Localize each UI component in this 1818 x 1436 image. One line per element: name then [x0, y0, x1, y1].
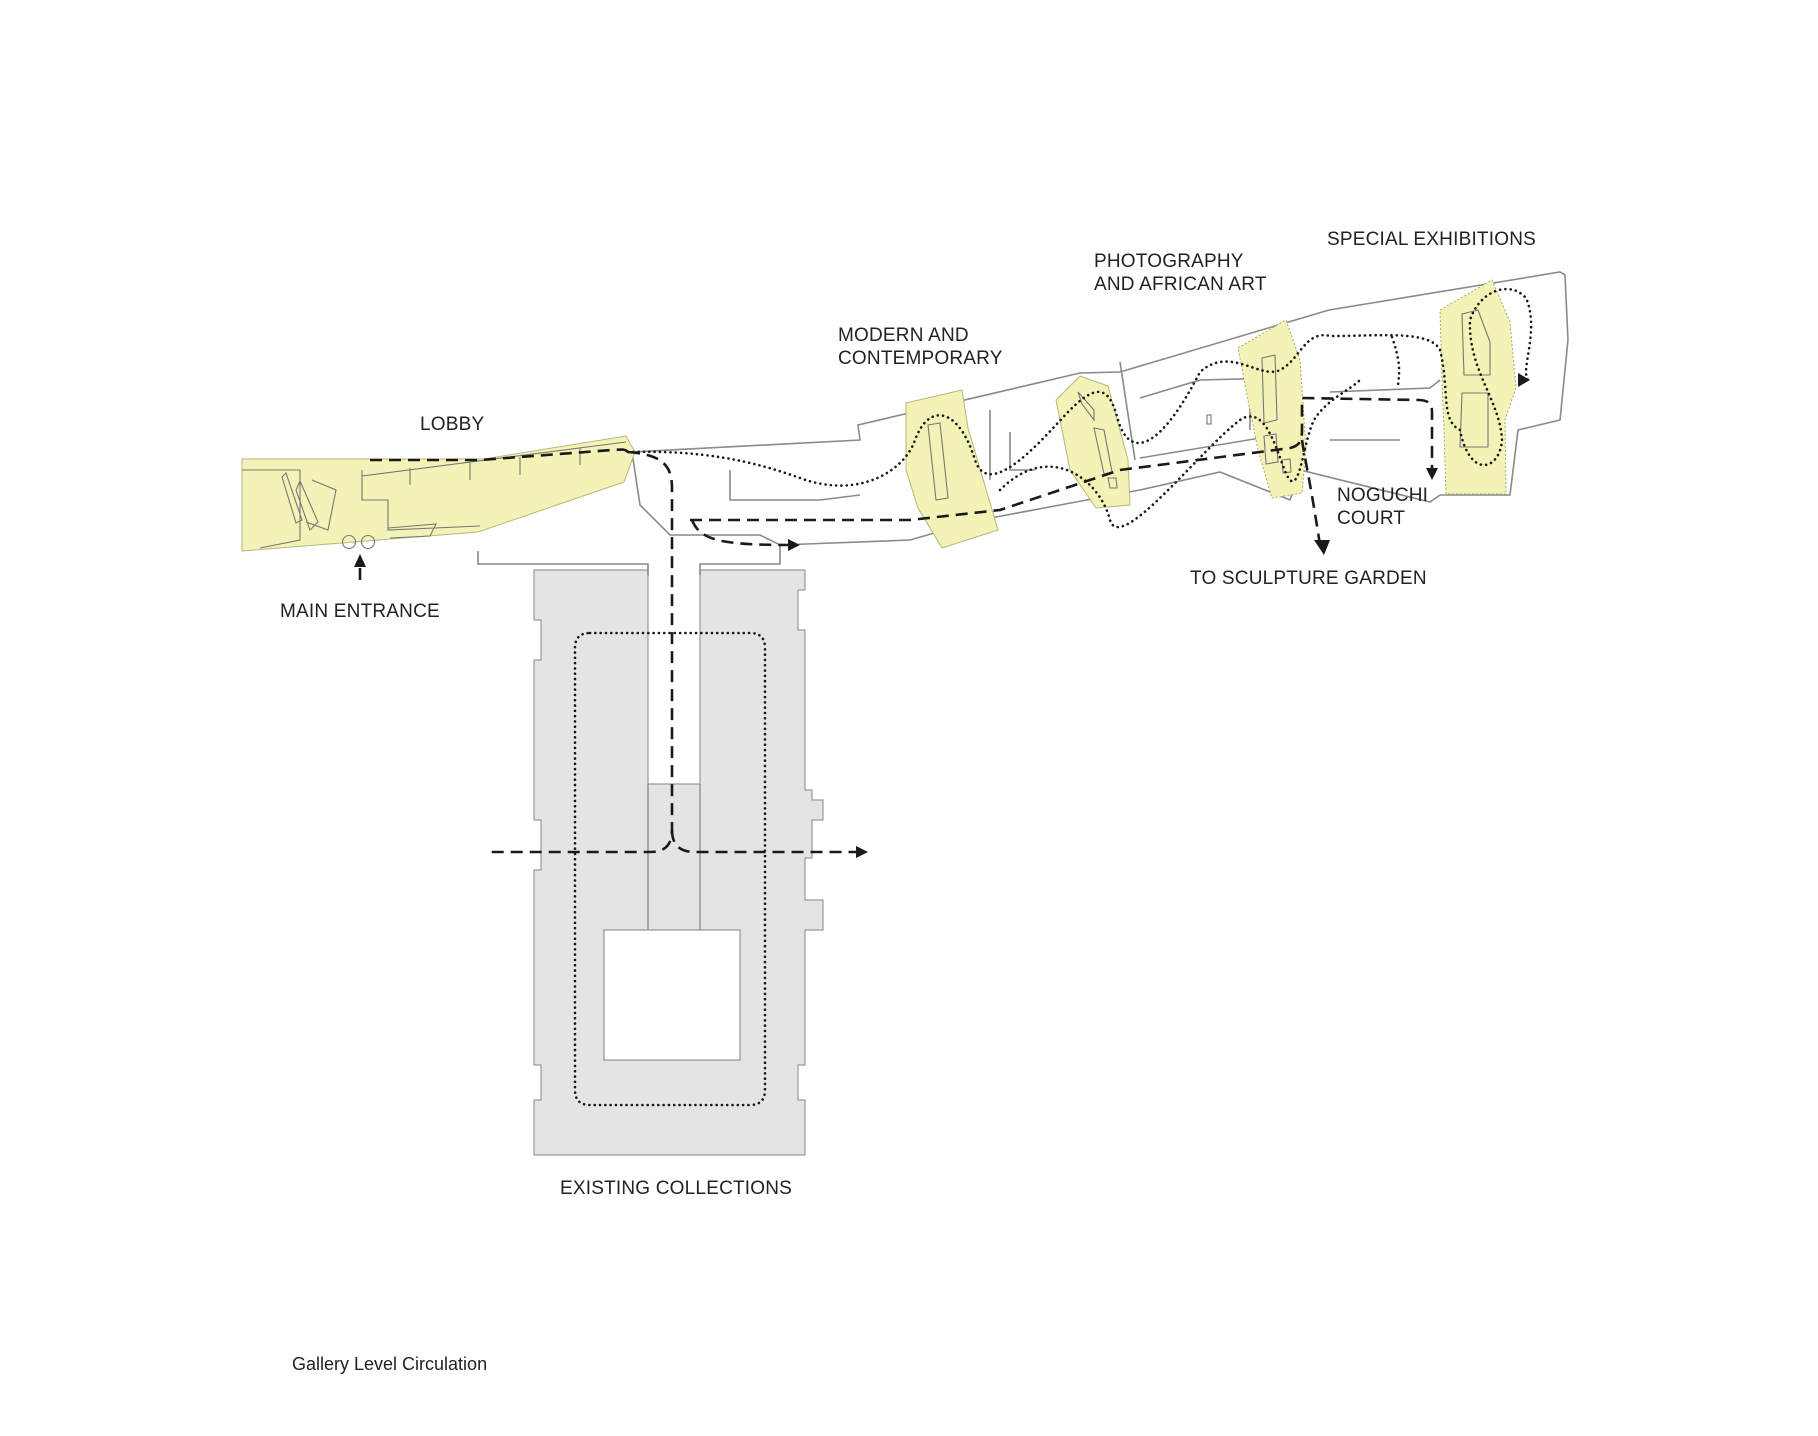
label-existing-collections: EXISTING COLLECTIONS	[560, 1178, 792, 1199]
dashed-route-lobby	[370, 448, 629, 462]
diagram-caption: Gallery Level Circulation	[292, 1354, 487, 1374]
small-column	[1206, 414, 1212, 425]
dotted-route-existing-loop	[573, 631, 767, 1107]
label-noguchi-line2: COURT	[1337, 508, 1405, 529]
dashed-route-east-branch	[670, 829, 858, 854]
label-special-exhibitions: SPECIAL EXHIBITIONS	[1327, 229, 1536, 250]
label-main-entrance: MAIN ENTRANCE	[280, 601, 440, 622]
entrance-door-right	[360, 534, 376, 550]
dashed-route-sculpture	[1300, 439, 1322, 546]
photography-gallery-highlight	[1237, 319, 1307, 499]
new-wing-outline	[631, 271, 1569, 546]
label-photo-line1: PHOTOGRAPHY	[1094, 251, 1244, 272]
arrowhead-spur	[788, 539, 800, 551]
modern-contemporary-fixture	[927, 422, 949, 501]
arrowhead-special-exit	[1518, 373, 1530, 387]
label-modern-line2: CONTEMPORARY	[838, 348, 1003, 369]
label-lobby: LOBBY	[420, 414, 484, 435]
special-exhibitions-highlight	[1439, 279, 1517, 495]
dashed-route-connector	[690, 396, 1434, 522]
arrowhead-noguchi	[1426, 468, 1438, 480]
label-modern-line1: MODERN AND	[838, 325, 969, 346]
label-sculpture-garden: TO SCULPTURE GARDEN	[1190, 568, 1427, 589]
modern-contemporary-highlight	[905, 389, 999, 549]
special-exhibitions-fixtures	[1459, 309, 1491, 448]
dashed-route-spur	[690, 519, 791, 547]
arrowhead-east-exit	[856, 846, 868, 858]
photography-african-art-highlight	[1055, 375, 1131, 509]
label-photo-line2: AND AFRICAN ART	[1094, 274, 1267, 295]
existing-collections-building	[533, 569, 824, 1156]
photography-gallery-fixtures	[1261, 354, 1292, 474]
lobby-fixtures	[242, 441, 627, 549]
arrowhead-main-entrance	[354, 554, 366, 567]
dashed-route-main	[490, 450, 674, 854]
lobby-highlight	[241, 435, 636, 552]
existing-collections-inner-court	[603, 929, 741, 1061]
label-noguchi-line1: NOGUCHI	[1337, 485, 1428, 506]
connector-corridor	[477, 545, 781, 575]
entrance-door-left	[341, 534, 357, 550]
arrowhead-sculpture-garden	[1314, 540, 1330, 555]
dotted-route-new-wing	[626, 287, 1533, 529]
